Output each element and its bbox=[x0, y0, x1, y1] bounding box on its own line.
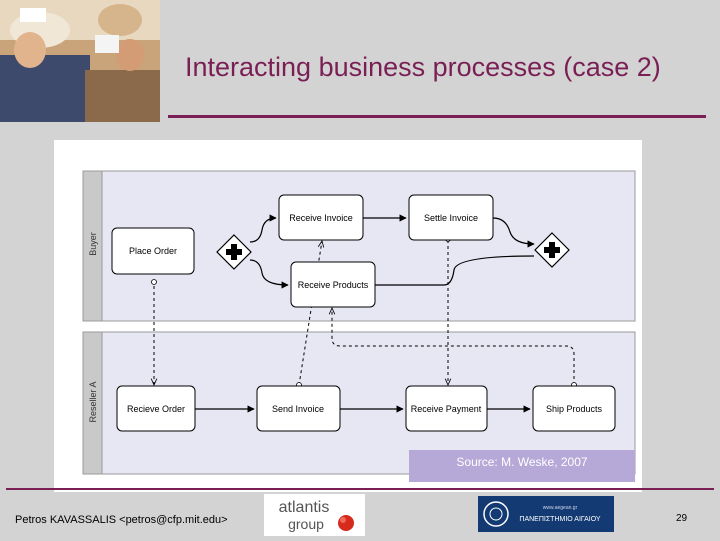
task-receive-products: Receive Products bbox=[290, 261, 376, 308]
svg-text:Send Invoice: Send Invoice bbox=[272, 404, 324, 414]
aegean-university-logo: www.aegean.gr ΠΑΝΕΠΙΣΤΗΜΙΟ ΑΙΓΑΙΟΥ bbox=[478, 496, 614, 532]
task-receive-invoice: Receive Invoice bbox=[278, 194, 364, 241]
process-diagram: Buyer Reseller A bbox=[54, 140, 642, 492]
flow-products-to-join bbox=[375, 255, 535, 286]
flow-gateway-to-invoice bbox=[249, 214, 277, 243]
svg-text:ΠΑΝΕΠΙΣΤΗΜΙΟ ΑΙΓΑΙΟΥ: ΠΑΝΕΠΙΣΤΗΜΙΟ ΑΙΓΑΙΟΥ bbox=[519, 516, 601, 523]
svg-text:Place Order: Place Order bbox=[129, 246, 177, 256]
svg-text:group: group bbox=[288, 516, 324, 532]
atlantis-group-logo: atlantis group bbox=[264, 494, 365, 536]
parallel-gateway-join bbox=[534, 232, 570, 268]
svg-text:Recieve Order: Recieve Order bbox=[127, 404, 185, 414]
svg-text:www.aegean.gr: www.aegean.gr bbox=[543, 505, 578, 511]
task-settle-invoice: Settle Invoice bbox=[408, 194, 494, 241]
svg-text:Ship Products: Ship Products bbox=[546, 404, 603, 414]
task-place-order: Place Order bbox=[111, 227, 195, 275]
page-number: 29 bbox=[676, 513, 688, 524]
author-credit: Petros KAVASSALIS <petros@cfp.mit.edu> bbox=[15, 514, 228, 526]
msg-flow-products bbox=[332, 308, 575, 385]
task-send-invoice: Send Invoice bbox=[256, 385, 341, 432]
parallel-gateway-split bbox=[216, 234, 252, 270]
footer-divider bbox=[6, 488, 714, 490]
lane-label-reseller: Reseller A bbox=[88, 381, 98, 422]
task-recieve-order: Recieve Order bbox=[116, 385, 196, 432]
svg-text:Settle Invoice: Settle Invoice bbox=[424, 213, 478, 223]
slide-title: Interacting business processes (case 2) bbox=[185, 52, 661, 82]
svg-text:Receive Products: Receive Products bbox=[298, 280, 369, 290]
lane-label-buyer: Buyer bbox=[88, 232, 98, 256]
header-photo bbox=[0, 0, 160, 122]
svg-text:Receive Invoice: Receive Invoice bbox=[289, 213, 353, 223]
task-receive-payment: Receive Payment bbox=[405, 385, 488, 432]
svg-text:atlantis: atlantis bbox=[279, 499, 330, 516]
title-divider bbox=[168, 115, 706, 118]
task-ship-products: Ship Products bbox=[532, 385, 616, 432]
flow-gateway-to-products bbox=[249, 259, 289, 289]
svg-text:Receive Payment: Receive Payment bbox=[411, 404, 482, 414]
source-caption: Source: M. Weske, 2007 bbox=[409, 450, 635, 482]
svg-text:Source: M. Weske, 2007: Source: M. Weske, 2007 bbox=[456, 455, 588, 469]
flow-settle-to-join bbox=[492, 217, 535, 248]
